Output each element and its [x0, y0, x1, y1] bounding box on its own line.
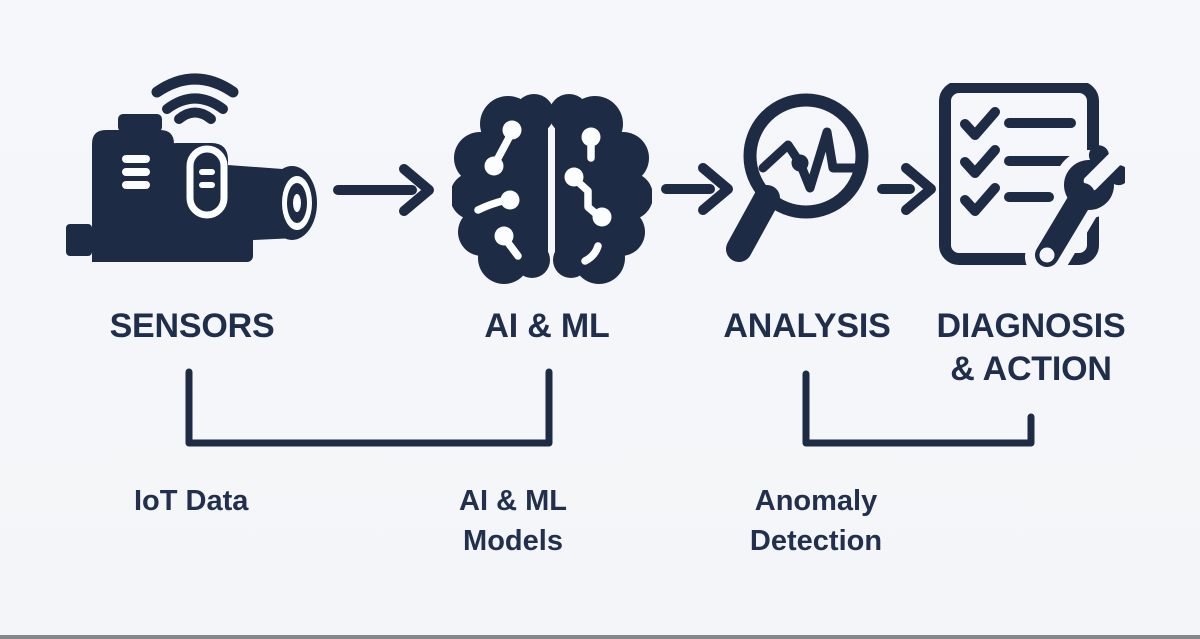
wifi-waves-icon — [151, 73, 239, 124]
annotation-ai-ml-models: AI & ML Models — [459, 485, 567, 558]
magnifier-waveform-icon — [722, 86, 887, 301]
stage-label-diagnosis-action: DIAGNOSIS & ACTION — [936, 307, 1126, 388]
stage-label-sensors: SENSORS — [109, 307, 275, 345]
right-arrow-icon — [333, 164, 434, 216]
stage-label-ai-ml: AI & ML — [484, 307, 610, 345]
checklist-wrench-icon — [935, 83, 1125, 298]
annotation-anomaly-detection: Anomaly Detection — [749, 485, 883, 558]
ai-brain-circuit-icon — [452, 88, 652, 288]
right-arrow-icon — [877, 163, 936, 215]
bracket-sensors-to-aiml — [185, 368, 553, 447]
bracket-analysis-to-diagnosis — [802, 370, 1035, 447]
iot-machine-wifi-icon — [64, 56, 334, 268]
right-arrow-icon — [661, 163, 733, 215]
annotation-iot-data: IoT Data — [134, 485, 249, 517]
stage-label-analysis: ANALYSIS — [723, 307, 891, 345]
bottom-edge-line — [0, 635, 1200, 639]
wrench-icon — [1025, 145, 1125, 279]
